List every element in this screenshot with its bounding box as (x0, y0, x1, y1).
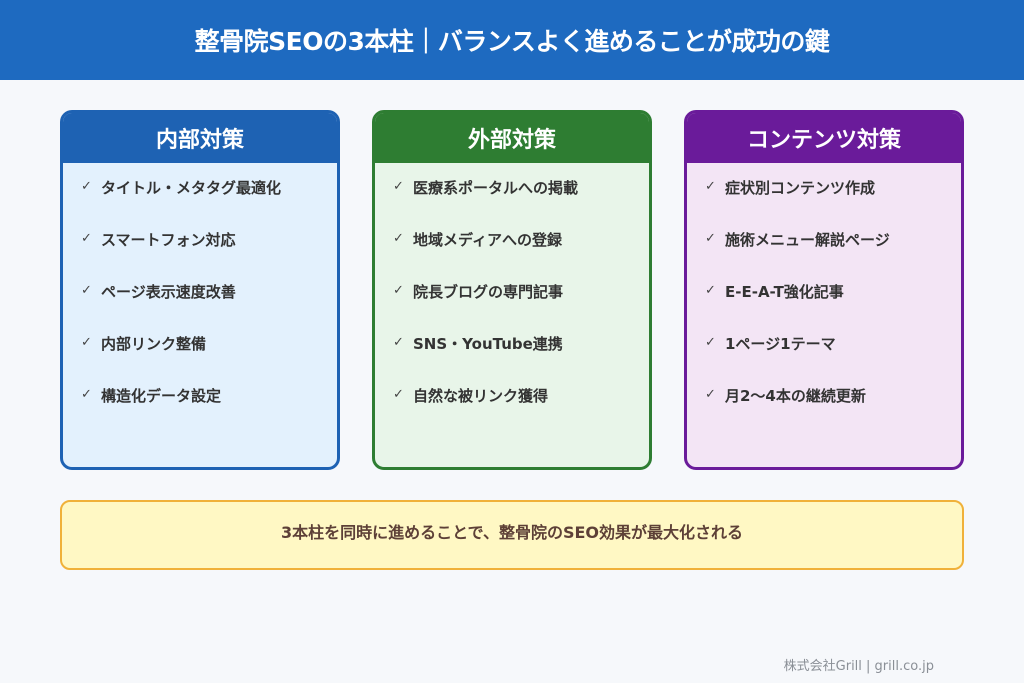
check-icon: ✓ (393, 179, 404, 194)
list-item: ✓ スマートフォン対応 (81, 229, 337, 281)
pillars-container: 内部対策 ✓ タイトル・メタタグ最適化 ✓ スマートフォン対応 ✓ ページ表示速度改善… (60, 110, 964, 470)
item-label: タイトル・メタタグ最適化 (101, 179, 282, 197)
item-label: E-E-A-T強化記事 (725, 283, 844, 301)
check-icon: ✓ (81, 179, 92, 194)
list-item: ✓ SNS・YouTube連携 (393, 333, 649, 385)
list-item: ✓ 1ページ1テーマ (705, 333, 961, 385)
list-item: ✓ 内部リンク整備 (81, 333, 337, 385)
list-item: ✓ 自然な被リンク獲得 (393, 385, 649, 437)
header-banner: 整骨院SEOの3本柱｜バランスよく進めることが成功の鍵 (0, 0, 1024, 80)
list-item: ✓ 院長ブログの専門記事 (393, 281, 649, 333)
list-item: ✓ ページ表示速度改善 (81, 281, 337, 333)
check-icon: ✓ (393, 231, 404, 246)
pillar-list: ✓ 医療系ポータルへの掲載 ✓ 地域メディアへの登録 ✓ 院長ブログの専門記事 ✓ SN… (375, 163, 649, 437)
list-item: ✓ 構造化データ設定 (81, 385, 337, 437)
item-label: 月2〜4本の継続更新 (725, 387, 866, 405)
check-icon: ✓ (81, 231, 92, 246)
check-icon: ✓ (81, 387, 92, 402)
item-label: 1ページ1テーマ (725, 335, 836, 353)
page-title: 整骨院SEOの3本柱｜バランスよく進めることが成功の鍵 (194, 27, 830, 56)
pillar-list: ✓ タイトル・メタタグ最適化 ✓ スマートフォン対応 ✓ ページ表示速度改善 ✓ 内部リ… (63, 163, 337, 437)
item-label: 自然な被リンク獲得 (413, 387, 549, 405)
pillar-card-content: コンテンツ対策 ✓ 症状別コンテンツ作成 ✓ 施術メニュー解説ページ ✓ E-E-A-… (684, 110, 964, 470)
item-label: 症状別コンテンツ作成 (725, 179, 876, 197)
check-icon: ✓ (705, 231, 716, 246)
list-item: ✓ E-E-A-T強化記事 (705, 281, 961, 333)
list-item: ✓ 医療系ポータルへの掲載 (393, 177, 649, 229)
footer-credit: 株式会社Grill | grill.co.jp (783, 659, 934, 674)
pillar-header: 内部対策 (63, 113, 337, 163)
check-icon: ✓ (705, 335, 716, 350)
item-label: 医療系ポータルへの掲載 (413, 179, 579, 197)
list-item: ✓ 地域メディアへの登録 (393, 229, 649, 281)
list-item: ✓ 月2〜4本の継続更新 (705, 385, 961, 437)
pillar-header: コンテンツ対策 (687, 113, 961, 163)
item-label: 院長ブログの専門記事 (413, 283, 564, 301)
check-icon: ✓ (393, 335, 404, 350)
list-item: ✓ 施術メニュー解説ページ (705, 229, 961, 281)
check-icon: ✓ (393, 283, 404, 298)
item-label: ページ表示速度改善 (101, 283, 236, 301)
item-label: 構造化データ設定 (101, 387, 222, 405)
pillar-card-internal: 内部対策 ✓ タイトル・メタタグ最適化 ✓ スマートフォン対応 ✓ ページ表示速度改善… (60, 110, 340, 470)
check-icon: ✓ (81, 335, 92, 350)
check-icon: ✓ (81, 283, 92, 298)
check-icon: ✓ (393, 387, 404, 402)
item-label: 施術メニュー解説ページ (725, 231, 890, 249)
list-item: ✓ 症状別コンテンツ作成 (705, 177, 961, 229)
check-icon: ✓ (705, 283, 716, 298)
item-label: SNS・YouTube連携 (413, 335, 563, 353)
item-label: 内部リンク整備 (101, 335, 207, 353)
item-label: 地域メディアへの登録 (413, 231, 562, 249)
list-item: ✓ タイトル・メタタグ最適化 (81, 177, 337, 229)
check-icon: ✓ (705, 179, 716, 194)
pillar-header: 外部対策 (375, 113, 649, 163)
item-label: スマートフォン対応 (101, 231, 236, 249)
check-icon: ✓ (705, 387, 716, 402)
summary-box: 3本柱を同時に進めることで、整骨院のSEO効果が最大化される (60, 500, 964, 570)
pillar-card-external: 外部対策 ✓ 医療系ポータルへの掲載 ✓ 地域メディアへの登録 ✓ 院長ブログの専門記… (372, 110, 652, 470)
summary-text: 3本柱を同時に進めることで、整骨院のSEO効果が最大化される (280, 523, 744, 542)
pillar-list: ✓ 症状別コンテンツ作成 ✓ 施術メニュー解説ページ ✓ E-E-A-T強化記事 ✓ 1… (687, 163, 961, 437)
